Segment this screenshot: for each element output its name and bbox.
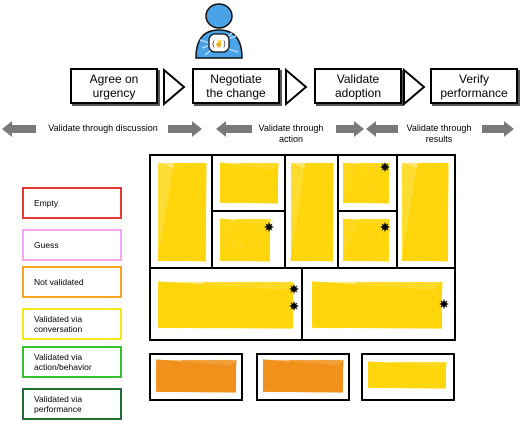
label-validate-through-discussion: Validate through discussion [48, 123, 158, 133]
label-validate-through-results: Validate through results [406, 123, 472, 144]
block-customer-relationships [343, 163, 389, 203]
card-2 [256, 353, 350, 401]
legend-not-validated: Not validated [22, 266, 122, 298]
card-3 [361, 353, 455, 401]
card-3-scribble [368, 362, 446, 388]
arrow-right-icon [168, 121, 202, 137]
arrow-right-icon [482, 121, 514, 137]
flow-chevron-icon [163, 67, 186, 107]
block-key-resources [220, 219, 270, 261]
block-revenue-streams [312, 282, 442, 328]
star-marker-icon [264, 222, 274, 232]
star-marker-icon [380, 162, 390, 172]
legend-validated-via-performance: Validated via performance [22, 388, 122, 420]
block-customer-relationships-strokes [342, 162, 390, 204]
block-key-partners-strokes [157, 162, 207, 262]
canvas-frame [149, 154, 456, 341]
legend-guess: Guess [22, 229, 122, 261]
legend-validated-via-action-behavior: Validated via action/behavior [22, 346, 122, 378]
step-verify-performance: Verify performance [430, 68, 518, 104]
legend-empty: Empty [22, 187, 122, 219]
block-key-activities-strokes [219, 162, 279, 204]
star-marker-icon [289, 284, 299, 294]
arrow-right-icon [336, 121, 364, 137]
block-revenue-streams-strokes [311, 281, 443, 329]
block-value-propositions [291, 163, 333, 261]
legend-label: Validated via conversation [34, 314, 83, 334]
svg-text:(✌): (✌) [212, 39, 225, 48]
legend-label: Not validated [34, 277, 84, 287]
flow-chevron-icon [403, 67, 426, 107]
step-validate-adoption: Validate adoption [314, 68, 402, 104]
arrow-left-icon [216, 121, 252, 137]
star-marker-icon [439, 299, 449, 309]
arrow-left-icon [366, 121, 398, 137]
card-1-scribble [156, 360, 236, 392]
block-customer-segments [402, 163, 448, 261]
block-key-resources-strokes [219, 218, 271, 262]
block-channels [343, 219, 389, 261]
block-cost-structure [158, 282, 293, 328]
card-3-scribble-strokes [367, 361, 447, 389]
flow-chevron-icon [285, 67, 308, 107]
card-2-scribble-strokes [262, 359, 344, 393]
legend-label: Validated via performance [34, 394, 83, 414]
card-2-scribble [263, 360, 343, 392]
star-marker-icon [380, 222, 390, 232]
step-negotiate-the-change: Negotiate the change [192, 68, 280, 104]
legend-label: Validated via action/behavior [34, 352, 92, 372]
legend-validated-via-conversation: Validated via conversation [22, 308, 122, 340]
legend-label: Guess [34, 240, 59, 250]
label-validate-through-action: Validate through action [258, 123, 324, 144]
arrow-left-icon [2, 121, 36, 137]
step-agree-on-urgency: Agree on urgency [70, 68, 158, 104]
legend-label: Empty [34, 198, 59, 208]
person-icon: (✌) [195, 3, 243, 59]
card-1-scribble-strokes [155, 359, 237, 393]
block-channels-strokes [342, 218, 390, 262]
block-key-partners [158, 163, 206, 261]
block-key-activities [220, 163, 278, 203]
block-value-propositions-strokes [290, 162, 334, 262]
block-cost-structure-strokes [157, 281, 294, 329]
card-1 [149, 353, 243, 401]
star-marker-icon [289, 301, 299, 311]
block-customer-segments-strokes [401, 162, 449, 262]
